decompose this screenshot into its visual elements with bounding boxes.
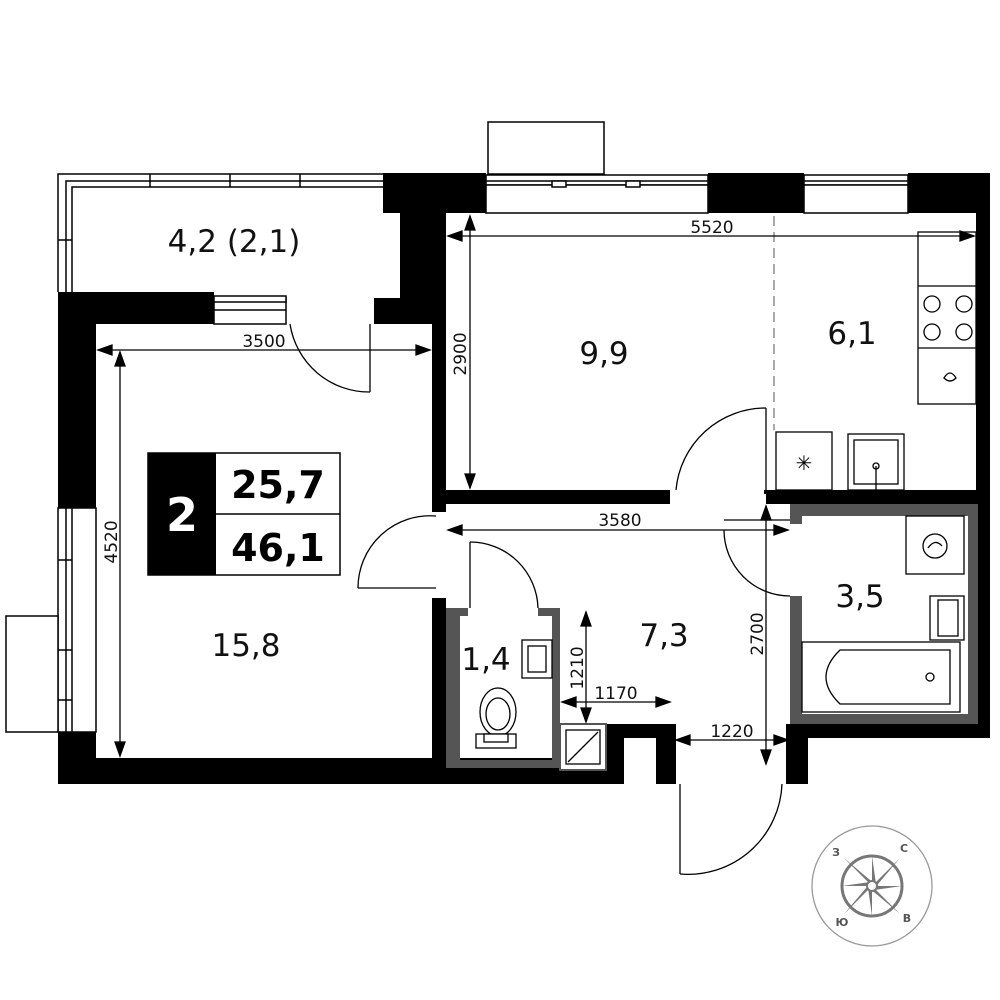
room-area-bedroom: 9,9 [579, 336, 628, 372]
compass-south: Ю [836, 916, 849, 929]
room-area-balcony: 4,2 (2,1) [168, 224, 301, 260]
badge-room-count: 2 [166, 488, 198, 542]
dim-2900: 2900 [451, 332, 471, 375]
dim-1170: 1170 [594, 684, 637, 704]
room-area-bath: 3,5 [835, 579, 884, 615]
dim-1220: 1220 [710, 722, 753, 742]
badge-total-area: 46,1 [231, 526, 325, 570]
ac-unit-left [5, 615, 59, 733]
wet-walls [446, 504, 978, 768]
compass-north: С [900, 842, 908, 855]
dim-4520: 4520 [102, 520, 122, 563]
dim-1210: 1210 [568, 646, 588, 689]
balcony-frame [57, 173, 384, 292]
dim-2700: 2700 [748, 612, 768, 655]
room-area-living: 15,8 [211, 628, 280, 664]
compass-west: З [832, 846, 840, 859]
bath-fixtures [801, 515, 965, 713]
ac-unit-top [487, 121, 605, 175]
compass-icon: С З Ю В [811, 825, 933, 947]
badge-living-area: 25,7 [231, 463, 325, 507]
room-area-hall: 7,3 [639, 618, 688, 654]
dim-5520: 5520 [690, 218, 733, 238]
walls [58, 173, 990, 784]
room-area-wc: 1,4 [461, 642, 510, 678]
wc-fixtures [475, 639, 607, 771]
doors [289, 323, 791, 875]
dim-3580: 3580 [598, 511, 641, 531]
dim-3500: 3500 [242, 332, 285, 352]
room-area-kitchen: 6,1 [827, 316, 876, 352]
compass-east: В [903, 912, 911, 925]
kitchen-fixtures [775, 231, 977, 491]
area-badge: 2 25,7 46,1 [147, 452, 341, 576]
fridge-icon: ✳ [796, 451, 813, 475]
windows [57, 174, 909, 733]
dimension-lines [96, 214, 976, 766]
